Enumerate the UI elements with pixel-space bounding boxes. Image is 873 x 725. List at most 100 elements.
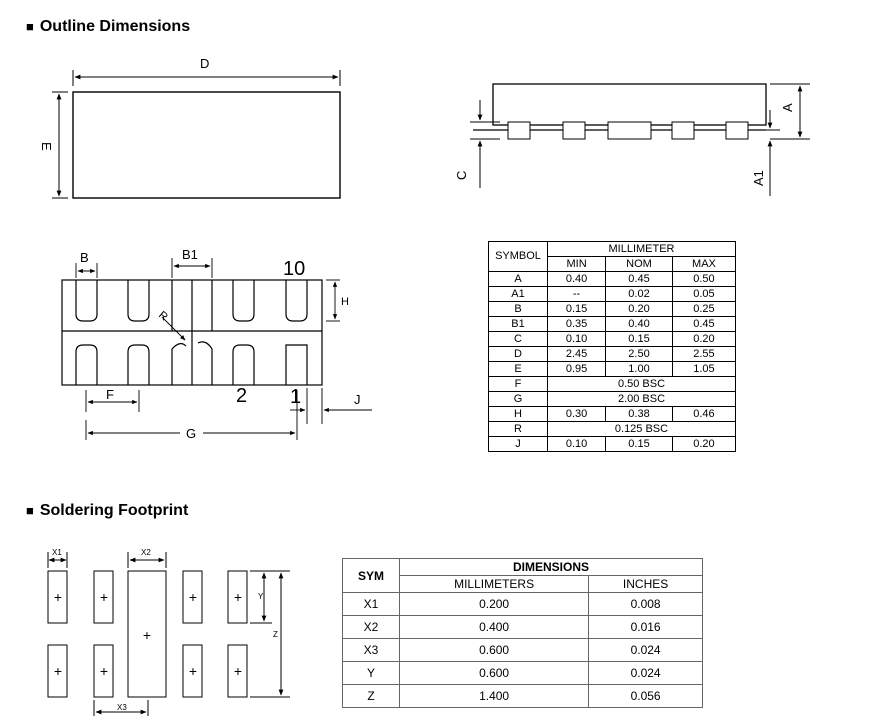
mm-cell: 0.600 bbox=[398, 638, 590, 662]
max-cell: 0.25 bbox=[671, 301, 737, 317]
min-cell: 0.15 bbox=[546, 301, 607, 317]
fp-pad bbox=[93, 644, 114, 698]
side-pad bbox=[671, 121, 695, 140]
nom-cell: 0.40 bbox=[605, 316, 673, 332]
center-pad-bottom bbox=[171, 341, 213, 385]
max-cell: 0.45 bbox=[671, 316, 737, 332]
nom-cell: 1.00 bbox=[605, 361, 673, 377]
min-cell: 0.40 bbox=[546, 271, 607, 287]
mm-cell: 1.400 bbox=[398, 684, 590, 708]
plus-mark: + bbox=[100, 663, 108, 679]
symbol-cell: H bbox=[488, 406, 548, 422]
millimeters-header: MILLIMETERS bbox=[398, 575, 590, 593]
symbol-cell: E bbox=[488, 361, 548, 377]
pin-10-label: 10 bbox=[283, 258, 305, 280]
max-cell: 0.50 bbox=[671, 271, 737, 287]
plus-mark: + bbox=[100, 589, 108, 605]
nom-header: NOM bbox=[605, 256, 673, 272]
dimensions-header: DIMENSIONS bbox=[399, 558, 703, 576]
symbol-cell: F bbox=[488, 376, 548, 392]
min-cell: 0.10 bbox=[546, 331, 607, 347]
side-view bbox=[470, 83, 810, 196]
symbol-cell: G bbox=[488, 391, 548, 407]
side-pad bbox=[562, 121, 586, 140]
min-cell: -- bbox=[546, 286, 607, 302]
package-outline bbox=[72, 91, 341, 199]
symbol-cell: R bbox=[488, 421, 548, 437]
side-pad bbox=[607, 121, 652, 140]
fp-pad bbox=[182, 644, 203, 698]
inch-cell: 0.024 bbox=[588, 661, 703, 685]
symbol-header: SYMBOL bbox=[488, 241, 548, 272]
plus-mark: + bbox=[189, 663, 197, 679]
pin1-pad bbox=[285, 344, 308, 385]
pin-2-label: 2 bbox=[236, 385, 247, 407]
e-label: E bbox=[39, 142, 54, 151]
mm-cell: 0.200 bbox=[398, 592, 590, 616]
min-cell: 0.95 bbox=[546, 361, 607, 377]
bottom-pad bbox=[232, 344, 255, 385]
max-cell: 1.05 bbox=[671, 361, 737, 377]
symbol-cell: D bbox=[488, 346, 548, 362]
nom-cell: 2.50 bbox=[605, 346, 673, 362]
sym-cell: X2 bbox=[342, 615, 400, 639]
bottom-pad bbox=[75, 344, 98, 385]
nom-cell: 0.15 bbox=[605, 436, 673, 452]
symbol-cell: A1 bbox=[488, 286, 548, 302]
top-pad bbox=[127, 280, 150, 322]
nom-cell: 0.15 bbox=[605, 331, 673, 347]
x3-label: X3 bbox=[117, 703, 127, 712]
plus-mark: + bbox=[54, 589, 62, 605]
max-cell: 2.55 bbox=[671, 346, 737, 362]
millimeter-header: MILLIMETER bbox=[547, 241, 736, 257]
d-label: D bbox=[200, 56, 209, 71]
inch-cell: 0.056 bbox=[588, 684, 703, 708]
symbol-cell: B bbox=[488, 301, 548, 317]
bsc-cell: 0.50 BSC bbox=[547, 376, 736, 392]
top-pad bbox=[232, 280, 255, 322]
bullet-square: ■ bbox=[26, 503, 34, 518]
fp-center-pad bbox=[127, 570, 167, 698]
top-view bbox=[52, 70, 341, 199]
side-body bbox=[492, 83, 767, 126]
plus-mark: + bbox=[143, 627, 151, 643]
min-header: MIN bbox=[546, 256, 607, 272]
sym-cell: X1 bbox=[342, 592, 400, 616]
side-pad bbox=[725, 121, 749, 140]
nom-cell: 0.45 bbox=[605, 271, 673, 287]
outline-dimensions-heading: ■Outline Dimensions bbox=[26, 18, 190, 36]
mm-cell: 0.600 bbox=[398, 661, 590, 685]
outline-dimensions-title: Outline Dimensions bbox=[39, 18, 191, 35]
sym-cell: Y bbox=[342, 661, 400, 685]
j-label: J bbox=[354, 392, 361, 407]
fp-pad bbox=[93, 570, 114, 624]
b1-label: B1 bbox=[182, 247, 198, 262]
sym-cell: Z bbox=[342, 684, 400, 708]
symbol-cell: C bbox=[488, 331, 548, 347]
nom-cell: 0.02 bbox=[605, 286, 673, 302]
min-cell: 0.35 bbox=[546, 316, 607, 332]
plus-mark: + bbox=[189, 589, 197, 605]
inches-header: INCHES bbox=[588, 575, 703, 593]
x2-label: X2 bbox=[141, 548, 151, 557]
inch-cell: 0.008 bbox=[588, 592, 703, 616]
g-label: G bbox=[186, 426, 196, 441]
plus-mark: + bbox=[54, 663, 62, 679]
b-label: B bbox=[80, 250, 89, 265]
bottom-view bbox=[61, 279, 323, 386]
fp-pad bbox=[227, 570, 248, 624]
max-cell: 0.46 bbox=[671, 406, 737, 422]
